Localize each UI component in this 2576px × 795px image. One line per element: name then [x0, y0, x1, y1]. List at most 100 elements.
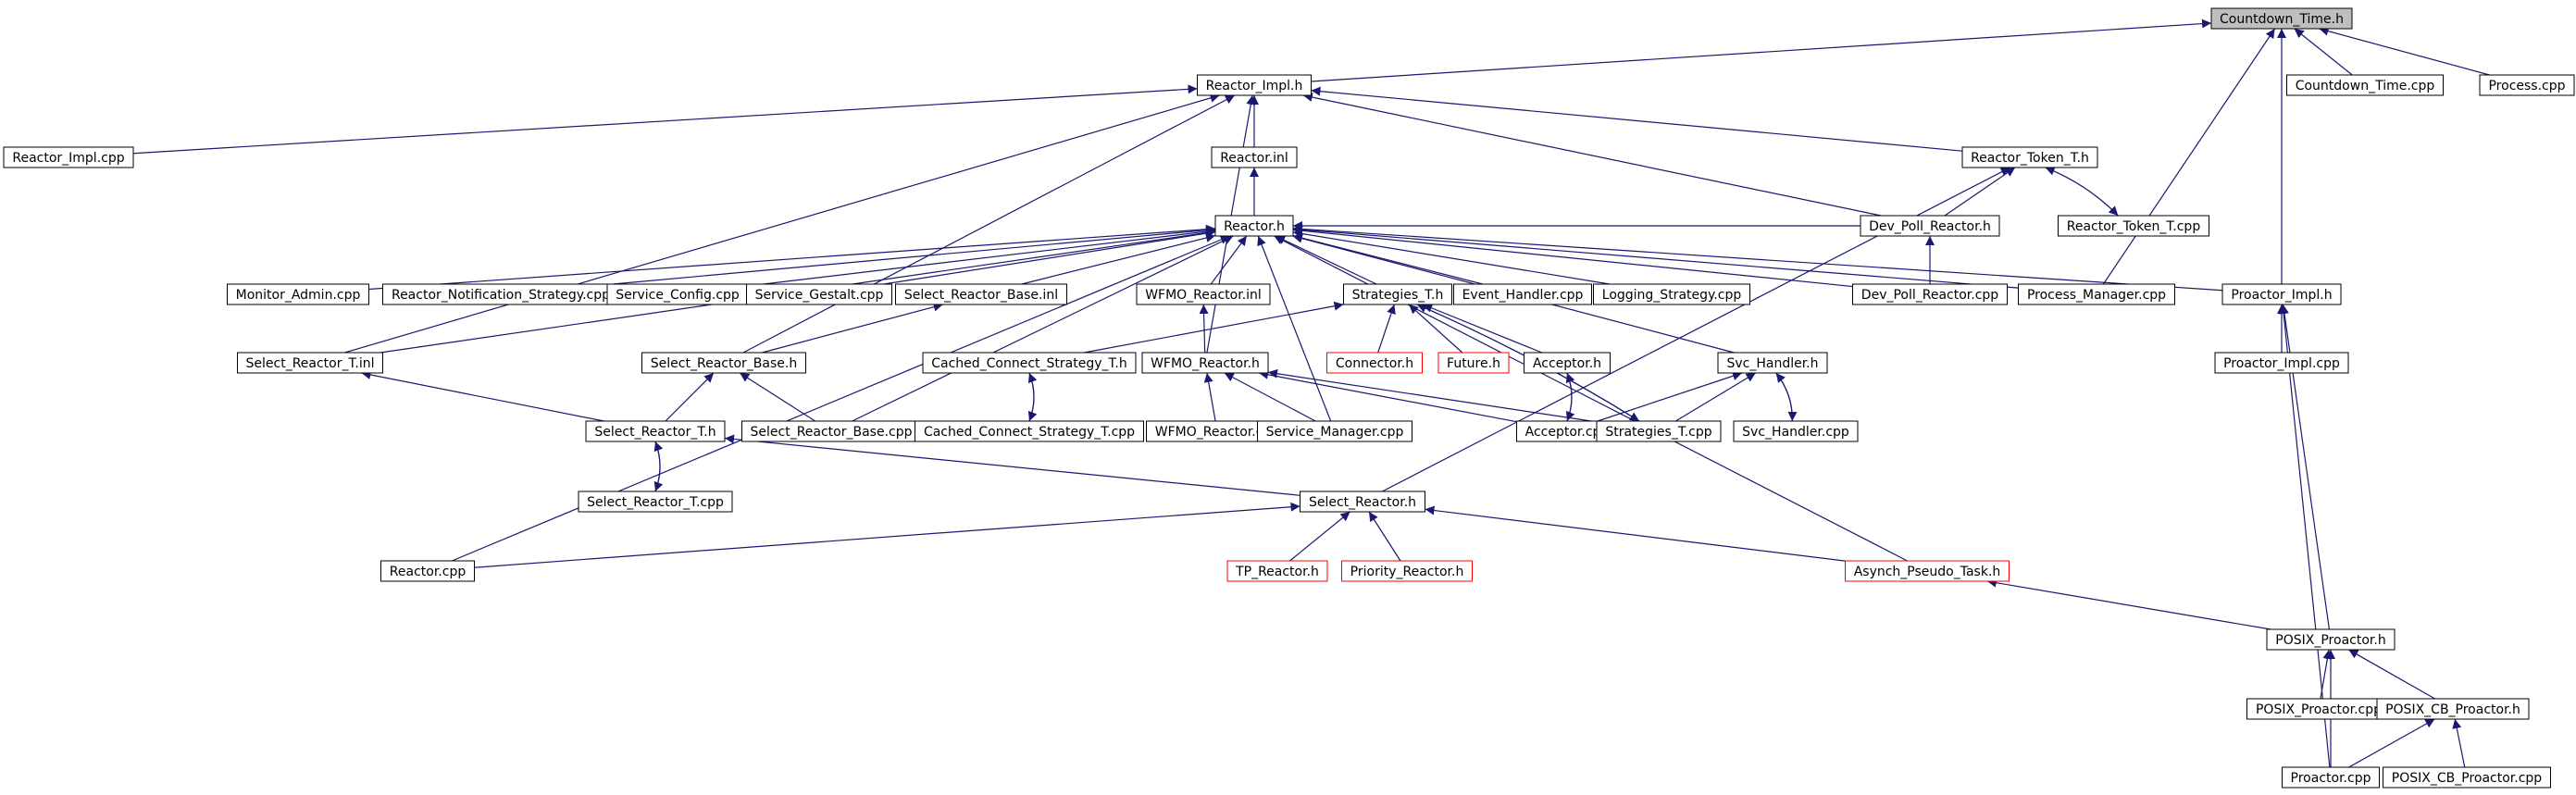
node-strategies-t-cpp[interactable]: Strategies_T.cpp [1596, 420, 1722, 442]
node-label: Select_Reactor_Base.cpp [751, 425, 913, 440]
node-box [1257, 420, 1412, 442]
node-select-reactor-t-cpp[interactable]: Select_Reactor_T.cpp [578, 491, 733, 513]
edge-process-manager-cpp-to-countdown-time-h [2102, 28, 2276, 285]
node-label: Proactor_Impl.cpp [2223, 356, 2340, 371]
edge-process-manager-cpp-to-reactor-h [1292, 225, 2019, 289]
node-select-reactor-base-inl[interactable]: Select_Reactor_Base.inl [895, 283, 1067, 305]
node-posix-cb-proactor-cpp[interactable]: POSIX_CB_Proactor.cpp [2383, 766, 2551, 789]
node-wfmo-reactor-h[interactable]: WFMO_Reactor.h [1141, 352, 1269, 374]
node-posix-proactor-h[interactable]: POSIX_Proactor.h [2266, 628, 2396, 651]
edge-acceptor-cpp-to-wfmo-reactor-h [1259, 369, 1517, 423]
node-cached-connect-strategy-t-cpp[interactable]: Cached_Connect_Strategy_T.cpp [915, 420, 1144, 442]
edge-cached-connect-strategy-t-h-to-cached-connect-strategy-t-cpp [1027, 372, 1038, 422]
node-reactor-token-t-h[interactable]: Reactor_Token_T.h [1961, 146, 2098, 168]
node-monitor-admin-cpp[interactable]: Monitor_Admin.cpp [227, 283, 369, 305]
edge-acceptor-cpp-to-svc-handler-h [1597, 371, 1743, 422]
node-label: POSIX_CB_Proactor.cpp [2392, 771, 2542, 786]
node-box [1593, 283, 1750, 305]
node-label: Strategies_T.h [1352, 288, 1444, 303]
node-box [1214, 215, 1294, 237]
node-dev-poll-reactor-cpp[interactable]: Dev_Poll_Reactor.cpp [1852, 283, 2008, 305]
edge-reactor-token-t-h-to-reactor-token-t-cpp [2045, 167, 2119, 217]
node-reactor-h[interactable]: Reactor.h [1214, 215, 1294, 237]
node-wfmo-reactor-cpp[interactable]: WFMO_Reactor.cpp [1146, 420, 1288, 442]
edge-acceptor-h-to-acceptor-cpp [1565, 372, 1575, 422]
node-cached-connect-strategy-t-h[interactable]: Cached_Connect_Strategy_T.h [922, 352, 1137, 374]
edge-select-reactor-base-cpp-to-select-reactor-base-h [739, 372, 816, 422]
node-asynch-pseudo-task-h[interactable]: Asynch_Pseudo_Task.h [1845, 560, 2010, 582]
node-label: Svc_Handler.h [1726, 356, 1818, 371]
node-priority-reactor-h[interactable]: Priority_Reactor.h [1341, 560, 1473, 582]
node-label: Event_Handler.cpp [1462, 288, 1584, 303]
node-event-handler-cpp[interactable]: Event_Handler.cpp [1453, 283, 1592, 305]
node-box [641, 352, 806, 374]
edge-select-reactor-base-inl-to-reactor-h [1021, 233, 1216, 285]
node-box [2018, 283, 2175, 305]
node-select-reactor-base-cpp[interactable]: Select_Reactor_Base.cpp [741, 420, 921, 442]
node-proactor-impl-h[interactable]: Proactor_Impl.h [2221, 283, 2342, 305]
node-logging-strategy-cpp[interactable]: Logging_Strategy.cpp [1593, 283, 1750, 305]
node-posix-cb-proactor-h[interactable]: POSIX_CB_Proactor.h [2376, 698, 2530, 720]
node-box [895, 283, 1067, 305]
node-box [2221, 283, 2342, 305]
node-service-config-cpp[interactable]: Service_Config.cpp [606, 283, 749, 305]
node-countdown-time-cpp[interactable]: Countdown_Time.cpp [2286, 74, 2444, 96]
node-select-reactor-t-inl[interactable]: Select_Reactor_T.inl [237, 352, 383, 374]
node-strategies-t-h[interactable]: Strategies_T.h [1343, 283, 1452, 305]
node-posix-proactor-cpp[interactable]: POSIX_Proactor.cpp [2246, 698, 2391, 720]
node-process-cpp[interactable]: Process.cpp [2479, 74, 2575, 96]
node-connector-h[interactable]: Connector.h [1326, 352, 1423, 374]
edge-logging-strategy-cpp-to-reactor-h [1292, 229, 1611, 285]
node-reactor-impl-h[interactable]: Reactor_Impl.h [1197, 74, 1312, 96]
node-wfmo-reactor-inl[interactable]: WFMO_Reactor.inl [1136, 283, 1271, 305]
node-label: Reactor.inl [1220, 151, 1288, 166]
node-reactor-cpp[interactable]: Reactor.cpp [380, 560, 475, 582]
edge-dev-poll-reactor-h-to-reactor-token-t-h [1944, 167, 2016, 217]
node-svc-handler-cpp[interactable]: Svc_Handler.cpp [1733, 420, 1859, 442]
edge-svc-handler-cpp-to-svc-handler-h [1775, 372, 1793, 422]
edge-reactor-token-t-h-to-reactor-impl-h [1311, 86, 1963, 152]
node-box [1136, 283, 1271, 305]
node-service-manager-cpp[interactable]: Service_Manager.cpp [1257, 420, 1412, 442]
edge-wfmo-reactor-cpp-to-wfmo-reactor-h [1203, 372, 1216, 422]
node-box [1845, 560, 2010, 582]
node-label: Countdown_Time.h [2220, 12, 2344, 27]
node-dev-poll-reactor-h[interactable]: Dev_Poll_Reactor.h [1860, 215, 2000, 237]
edge-reactor-cpp-to-select-reactor-h [474, 502, 1300, 568]
node-acceptor-h[interactable]: Acceptor.h [1524, 352, 1611, 374]
node-label: Select_Reactor.h [1309, 495, 1416, 510]
node-label: Acceptor.cpp [1525, 425, 1610, 440]
node-process-manager-cpp[interactable]: Process_Manager.cpp [2018, 283, 2175, 305]
node-select-reactor-base-h[interactable]: Select_Reactor_Base.h [641, 352, 806, 374]
node-reactor-impl-cpp[interactable]: Reactor_Impl.cpp [3, 146, 134, 168]
edge-event-handler-cpp-to-reactor-h [1292, 233, 1484, 285]
node-proactor-impl-cpp[interactable]: Proactor_Impl.cpp [2214, 352, 2349, 374]
edge-monitor-admin-cpp-to-reactor-h [368, 224, 1216, 291]
node-future-h[interactable]: Future.h [1437, 352, 1510, 374]
node-reactor-notification-strategy-cpp[interactable]: Reactor_Notification_Strategy.cpp [382, 283, 619, 305]
edge-service-gestalt-cpp-to-reactor-h [883, 229, 1216, 285]
node-svc-handler-h[interactable]: Svc_Handler.h [1717, 352, 1828, 374]
node-proactor-cpp[interactable]: Proactor.cpp [2282, 766, 2380, 789]
node-label: Proactor.cpp [2291, 771, 2371, 786]
node-acceptor-cpp[interactable]: Acceptor.cpp [1516, 420, 1618, 442]
node-box [578, 491, 733, 513]
node-select-reactor-h[interactable]: Select_Reactor.h [1300, 491, 1425, 513]
node-service-gestalt-cpp[interactable]: Service_Gestalt.cpp [746, 283, 892, 305]
node-select-reactor-t-h[interactable]: Select_Reactor_T.h [585, 420, 726, 442]
node-tp-reactor-h[interactable]: TP_Reactor.h [1226, 560, 1328, 582]
edge-future-h-to-strategies-t-h [1408, 304, 1463, 354]
edge-dev-poll-reactor-h-to-reactor-impl-h [1302, 93, 1882, 217]
edge-strategies-t-cpp-to-svc-handler-h [1674, 372, 1757, 422]
node-reactor-token-t-cpp[interactable]: Reactor_Token_T.cpp [2058, 215, 2209, 237]
edge-proactor-cpp-to-posix-cb-proactor-h [2348, 718, 2435, 768]
node-countdown-time-h[interactable]: Countdown_Time.h [2210, 7, 2353, 30]
edge-reactor-impl-cpp-to-reactor-impl-h [132, 84, 1198, 155]
node-label: Dev_Poll_Reactor.h [1869, 219, 1991, 234]
node-box [1211, 146, 1298, 168]
node-label: Dev_Poll_Reactor.cpp [1861, 288, 1999, 303]
node-box [3, 146, 134, 168]
node-reactor-inl[interactable]: Reactor.inl [1211, 146, 1298, 168]
edge-wfmo-reactor-inl-to-reactor-h [1210, 235, 1248, 285]
